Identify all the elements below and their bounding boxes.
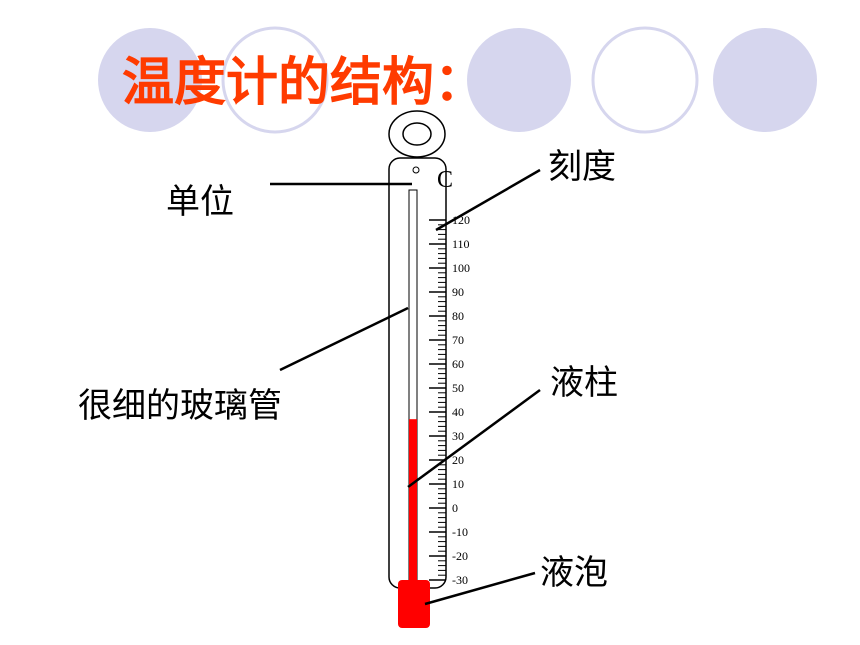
tick-label: -10 [452,525,468,539]
tick-label: 80 [452,309,464,323]
label-unit: 单位 [166,182,234,222]
deco-circle-4 [591,26,699,134]
unit-symbol: C [437,167,453,193]
label-scale: 刻度 [548,147,616,187]
callout-line-liquid-column [407,388,541,489]
tick-label: 110 [452,237,470,251]
tick-label: 30 [452,429,464,443]
label-glass-tube: 很细的玻璃管 [78,386,282,426]
deco-circle-5 [713,28,817,132]
page-title: 温度计的结构： [122,53,486,113]
deco-circle-1 [98,28,202,132]
tick-label: 10 [452,477,464,491]
callout-line-scale [435,168,541,232]
tick-label: 90 [452,285,464,299]
tick-label: 60 [452,357,464,371]
hanging-ring-inner [402,122,432,146]
tick-label: 120 [452,213,470,227]
callout-line-bulb [424,571,536,606]
callout-lines [270,168,541,606]
tick-label: 0 [452,501,458,515]
callout-line-glass-tube [279,306,409,372]
tick-label: 20 [452,453,464,467]
deco-circle-2 [221,26,329,134]
tick-label: 100 [452,261,470,275]
liquid-bulb [398,580,430,628]
deco-circle-3 [467,28,571,132]
label-bulb: 液泡 [540,553,608,593]
tick-label: 50 [452,381,464,395]
hanging-hole [412,166,420,174]
liquid-column [409,419,417,590]
tick-label: 70 [452,333,464,347]
tick-label: -20 [452,549,468,563]
tick-label: 40 [452,405,464,419]
tick-label: -30 [452,573,468,587]
label-liquid-column: 液柱 [550,363,618,403]
decorative-circles [98,26,817,134]
